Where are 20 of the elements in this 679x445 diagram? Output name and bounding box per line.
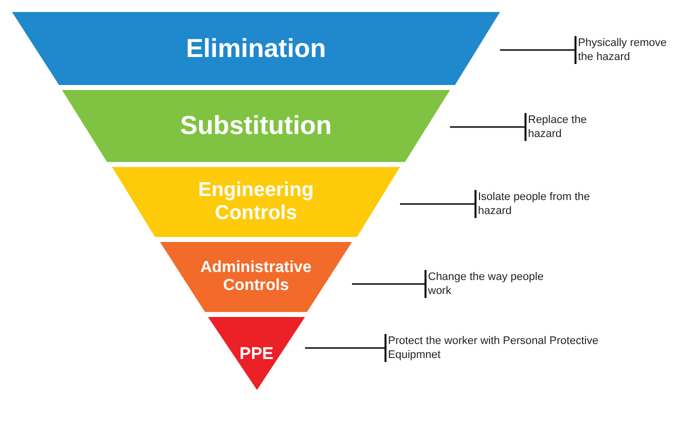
description-text: Physically remove the hazard: [578, 36, 668, 64]
bracket-line: [352, 270, 426, 298]
band-label: Engineering Controls: [197, 179, 315, 225]
bracket-line: [450, 113, 526, 141]
band-label: PPE: [239, 344, 274, 364]
description-text: Change the way people work: [428, 270, 545, 298]
pyramid-band: [112, 167, 400, 237]
description-text: Isolate people from the hazard: [478, 190, 591, 218]
description-text: Replace the hazard: [528, 113, 588, 141]
bracket-line: [305, 334, 386, 362]
band-label: Administrative Controls: [199, 258, 313, 296]
description-text: Protect the worker with Personal Protective Equipmnet: [388, 334, 600, 362]
pyramid-band: [208, 317, 305, 390]
bracket-line: [500, 36, 576, 64]
pyramid-band: [62, 90, 450, 162]
bracket-line: [400, 190, 476, 218]
band-label: Substitution: [180, 111, 332, 141]
pyramid-band: [12, 12, 500, 85]
band-label: Elimination: [186, 34, 326, 64]
pyramid-band: [160, 242, 352, 312]
